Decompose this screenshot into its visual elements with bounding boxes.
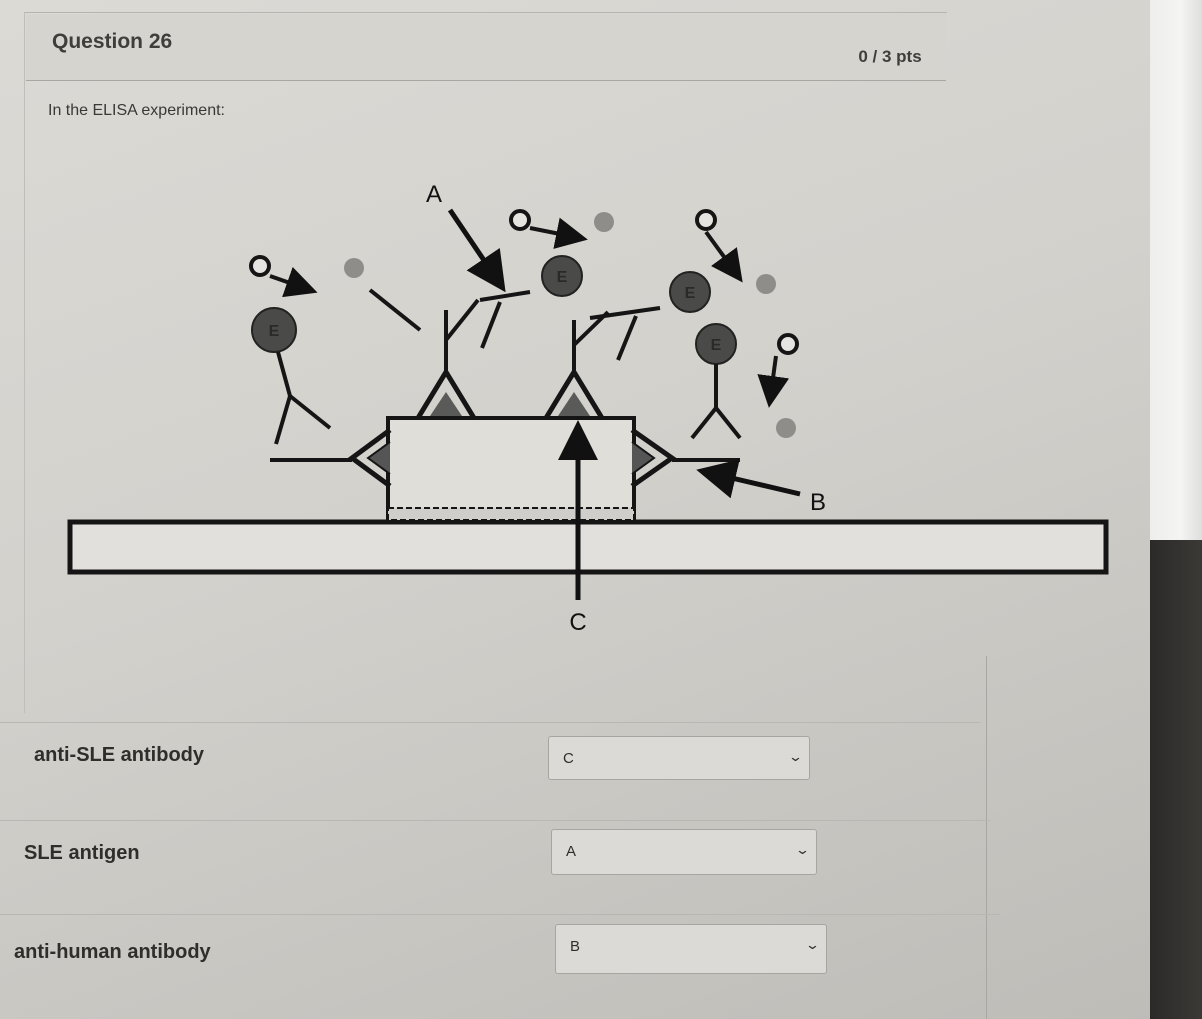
chevron-down-icon: ⌄ <box>795 842 810 858</box>
enzyme-group: E E E E <box>252 256 740 444</box>
well-plate <box>70 522 1106 572</box>
answer-panel-edge <box>986 656 987 1019</box>
match-select-3[interactable]: B ⌄ <box>555 924 827 974</box>
match-select-2-value: A <box>566 843 576 860</box>
match-select-3-value: B <box>570 938 580 955</box>
row-divider <box>0 914 1000 915</box>
match-select-2[interactable]: A ⌄ <box>551 829 817 875</box>
label-c: C <box>569 609 586 636</box>
label-b: B <box>810 489 826 516</box>
match-term-1: anti-SLE antibody <box>34 744 204 767</box>
label-a: A <box>426 181 442 208</box>
chevron-down-icon: ⌄ <box>788 749 803 765</box>
chevron-down-icon: ⌄ <box>805 937 820 953</box>
match-select-1-value: C <box>563 750 574 767</box>
svg-text:E: E <box>711 337 722 354</box>
elisa-diagram: E E E E A B C <box>0 0 1202 700</box>
svg-text:E: E <box>269 323 280 340</box>
arrow-a <box>450 210 500 284</box>
svg-text:E: E <box>685 285 696 302</box>
row-divider <box>0 722 980 723</box>
match-term-3: anti-human antibody <box>14 941 211 964</box>
antigen-base <box>388 508 634 520</box>
row-divider <box>0 820 990 821</box>
antigen-block <box>388 418 634 518</box>
arrow-b <box>706 472 800 494</box>
svg-text:E: E <box>557 269 568 286</box>
match-select-1[interactable]: C ⌄ <box>548 736 810 780</box>
match-term-2: SLE antigen <box>24 842 140 865</box>
